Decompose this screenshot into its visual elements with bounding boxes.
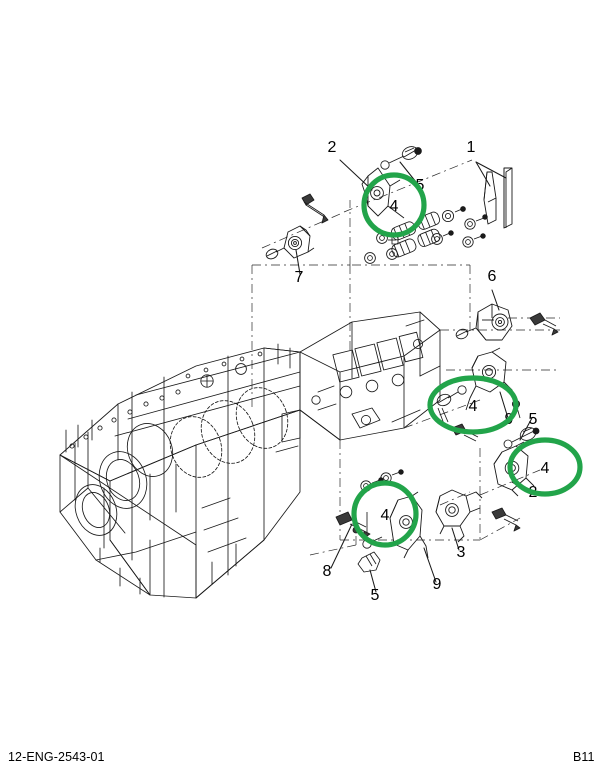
rocker-arm-assembly	[364, 211, 454, 264]
cylinder-head-drawing	[299, 311, 441, 441]
part-bracket-3	[435, 489, 483, 543]
part-bracket-6	[455, 303, 513, 341]
highlight-number-labels: 4 4 4 4	[381, 198, 550, 524]
highlight-label: 4	[390, 198, 399, 215]
callout-leader-lines	[295, 159, 533, 593]
part-bracket-middle	[465, 347, 517, 411]
part-bolt-6	[529, 312, 559, 336]
fastener-row-upper	[441, 206, 488, 248]
part-pivot-pin-upper	[380, 146, 422, 170]
callout-number-labels: 1 2 5 7 6 9 5 2 3 8 5 9	[295, 139, 538, 604]
callout-label: 5	[529, 411, 538, 428]
part-bracket-7	[265, 225, 315, 260]
document-code: 12-ENG-2543-01	[8, 750, 105, 764]
callout-label: 5	[371, 587, 380, 604]
part-bracket-lower-left	[389, 491, 429, 559]
highlight-ring	[361, 172, 427, 238]
highlight-ring	[507, 437, 583, 497]
part-bracket-2-upper	[361, 167, 405, 219]
part-bracket-1	[483, 167, 513, 229]
callout-label: 7	[295, 269, 304, 286]
page-number: B11	[573, 750, 595, 764]
highlight-label: 4	[469, 398, 478, 415]
part-pivot-pin-lower-right	[503, 427, 540, 449]
part-bolt-7-area	[301, 193, 329, 224]
highlight-ring	[351, 480, 419, 548]
callout-label: 9	[433, 576, 442, 593]
part-bolt-lower-right	[491, 507, 521, 532]
highlight-ring	[427, 375, 519, 435]
callout-label: 1	[467, 139, 476, 156]
exploded-construction-lines	[251, 159, 560, 556]
part-clip-5-lower	[357, 551, 381, 573]
callout-label: 3	[457, 544, 466, 561]
engine-block-drawing	[59, 343, 301, 599]
highlight-annotations	[351, 172, 583, 548]
callout-label: 2	[328, 139, 337, 156]
callout-label: 6	[488, 268, 497, 285]
highlight-label: 4	[541, 460, 550, 477]
highlight-label: 4	[381, 507, 390, 524]
callout-label: 8	[323, 563, 332, 580]
